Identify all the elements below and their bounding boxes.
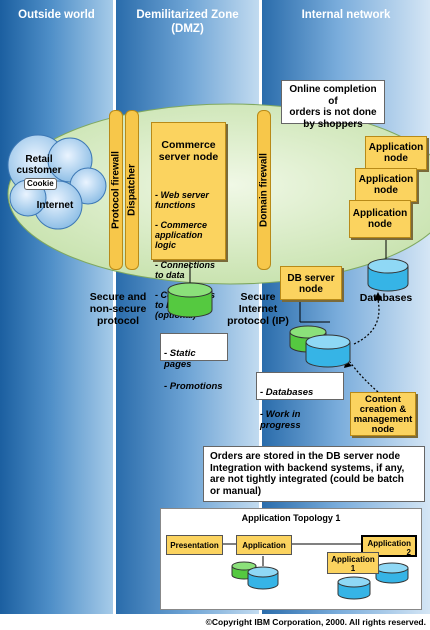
internet-label: Internet (36, 200, 74, 211)
topology-application-box: Application (236, 535, 292, 555)
static-content-list: - Static pages - Promotions (160, 333, 228, 392)
outside-world-title: Outside world (18, 9, 95, 21)
topology-title: Application Topology 1 (241, 513, 341, 523)
dashed-arrow-upper (353, 299, 380, 345)
topology-cyan-database-icon (247, 566, 279, 590)
orders-note: Orders are stored in the DB server node … (203, 446, 425, 502)
application-databases-icon (367, 258, 409, 292)
dmz-title: Demilitarized Zone (DMZ) (136, 9, 239, 35)
application-node: Application node (349, 200, 411, 238)
db-server-node: DB server node (280, 266, 342, 300)
application-node: Application node (365, 136, 427, 170)
commerce-function-item: - Commerce application logic (155, 220, 208, 250)
cookie-label: Cookie (24, 178, 57, 190)
outside-world-zone (0, 0, 113, 614)
topology-cyan-database-icon (375, 562, 409, 584)
db-list-item: - Databases (260, 387, 314, 398)
online-completion-note: Online completion of orders is not done … (281, 80, 385, 130)
copyright-notice: ©Copyright IBM Corporation, 2000. All ri… (205, 617, 426, 627)
arrow-head-upper (374, 292, 382, 300)
secure-nonsecure-protocol-label: Secure and non-secure protocol (89, 291, 147, 327)
static-content-database-icon (167, 282, 213, 318)
topology-application-1-box: Application 1 (327, 552, 379, 574)
db-server-cyan-database-icon (305, 334, 351, 368)
retail-customer-label: Retail customer (16, 154, 62, 176)
secure-internet-protocol-label: Secure Internet protocol (IP) (227, 291, 289, 327)
commerce-node-title: Commerce server node (158, 139, 219, 163)
topology-application-2-box: Application 2 (361, 535, 417, 557)
dispatcher: Dispatcher (125, 110, 139, 270)
domain-firewall: Domain firewall (257, 110, 271, 270)
db-list-item: - Work in progress (260, 409, 301, 431)
static-list-item: - Promotions (164, 381, 223, 392)
static-list-item: - Static pages (164, 348, 196, 370)
databases-label: Databases (359, 292, 413, 304)
commerce-server-node: Commerce server node - Web server functi… (151, 122, 226, 320)
commerce-function-item: - Connections to data (155, 260, 215, 280)
content-creation-node: Content creation & management node (350, 392, 416, 436)
topology-cyan-database-icon (337, 576, 371, 600)
protocol-firewall: Protocol firewall (109, 110, 123, 270)
internal-network-title: Internal network (301, 9, 391, 21)
db-content-list: - Databases - Work in progress (256, 372, 344, 431)
topology-presentation-box: Presentation (166, 535, 223, 555)
dashed-arrow-lower (349, 361, 379, 393)
application-node: Application node (355, 168, 417, 202)
commerce-function-item: - Web server functions (155, 190, 209, 210)
